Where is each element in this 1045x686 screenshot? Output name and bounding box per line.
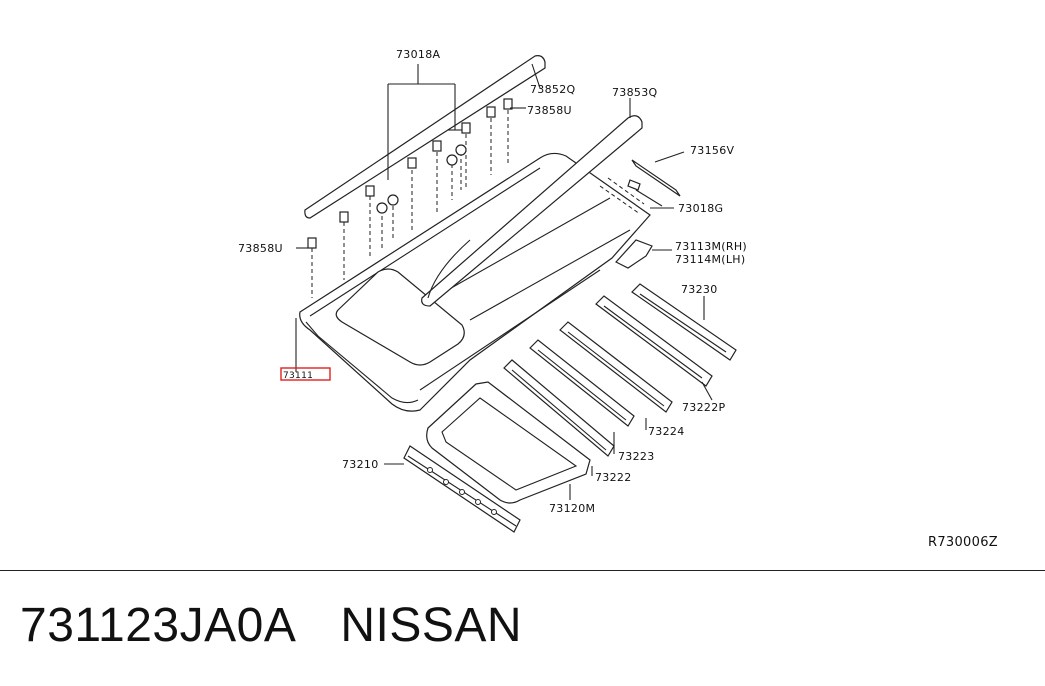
roof-bow-73222 [503,359,615,476]
part-number: 731123JA0A [20,599,297,652]
label-73120m: 73120M [549,502,595,515]
label-73113m: 73113M(RH) [675,240,747,253]
label-73156v: 73156V [690,144,734,157]
label-73858u-left: 73858U [238,242,283,255]
roof-bow-73223 [529,339,635,454]
roof-parts-diagram: 73018A 73852Q 73858U 73853Q 73156V 73018… [238,48,998,550]
reference-code: R730006Z [928,535,998,550]
label-73210: 73210 [342,458,379,471]
front-header-73210 [384,445,521,533]
label-73858u-top: 73858U [527,104,572,117]
roof-molding-right [421,115,643,307]
label-73223: 73223 [618,450,655,463]
label-73018a: 73018A [396,48,440,61]
divider [0,570,1045,571]
clips [307,98,513,298]
leader-73018a [387,64,462,180]
footer: 731123JA0A NISSAN [20,598,522,653]
label-73230: 73230 [681,283,718,296]
roof-bow-73224 [559,321,673,430]
leader-lines [295,63,674,372]
roof-molding-left [304,55,546,219]
label-73853q: 73853Q [612,86,657,99]
bracket-73113m [615,239,672,269]
label-73222: 73222 [595,471,632,484]
roof-panel [299,152,651,412]
label-73852q: 73852Q [530,83,575,96]
label-73114m: 73114M(LH) [675,253,745,266]
label-73224: 73224 [648,425,685,438]
sunroof-frame [426,381,591,504]
highlight-box [280,367,331,381]
roof-bow-73222p [595,295,713,401]
label-73018g: 73018G [678,202,723,215]
brand-name: NISSAN [340,599,523,652]
rear-trim-strip [599,151,685,215]
label-73111: 73111 [283,371,313,381]
label-73222p: 73222P [682,401,725,414]
roof-bow-73230 [631,283,737,361]
